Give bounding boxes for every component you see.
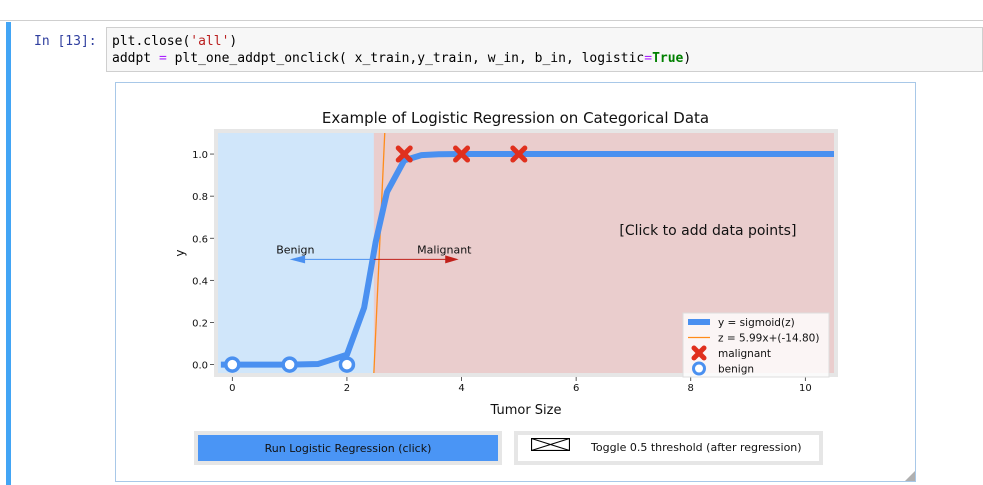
malignant-point — [395, 145, 413, 163]
plot-canvas[interactable]: 0.0 0.2 0.4 0.6 0.8 1.0 0 2 4 6 8 10 Tumor Size y … — [116, 83, 915, 423]
y-tick-group: 0.0 0.2 0.4 0.6 0.8 1.0 — [192, 150, 214, 372]
legend: y = sigmoid(z) z = 5.99x+(-14.80) malignan… — [682, 312, 830, 378]
x-tick-label: 2 — [344, 383, 350, 394]
toggle-threshold-button[interactable]: Toggle 0.5 threshold (after regression) — [514, 431, 823, 465]
x-tick-group: 0 2 4 6 8 10 — [229, 377, 812, 394]
benign-region — [218, 133, 374, 373]
y-tick-label: 0.0 — [192, 361, 208, 372]
legend-label: benign — [718, 364, 754, 376]
code-line-2: addpt = plt_one_addpt_onclick( x_train,y… — [112, 51, 692, 66]
x-marker-stroke — [510, 145, 528, 163]
run-regression-label: Run Logistic Regression (click) — [198, 435, 498, 461]
y-tick-label: 0.4 — [192, 276, 208, 287]
y-tick-label: 1.0 — [192, 150, 208, 161]
malignant-arrow-label: Malignant — [417, 243, 472, 256]
x-tick-label: 6 — [573, 383, 579, 394]
x-marker-stroke — [691, 345, 707, 361]
legend-label: z = 5.99x+(-14.80) — [718, 333, 819, 345]
x-marker-stroke — [395, 145, 413, 163]
cell-prompt: In [13]: — [34, 34, 97, 49]
malignant-point — [453, 145, 471, 163]
series-sigmoid — [220, 151, 834, 368]
class-arrows — [289, 255, 459, 264]
y-tick-label: 0.2 — [192, 318, 208, 329]
cell-top-divider — [0, 20, 983, 21]
cell-selection-bar — [6, 22, 11, 485]
legend-label: y = sigmoid(z) — [718, 317, 795, 329]
benign-point — [281, 356, 298, 373]
threshold-checkbox-icon[interactable] — [531, 438, 570, 451]
legend-label: malignant — [718, 348, 771, 360]
malignant-point — [510, 145, 528, 163]
malignant-arrowhead — [445, 255, 459, 264]
x-tick-label: 0 — [229, 383, 235, 394]
x-marker-stroke — [453, 145, 471, 163]
figure-resize-handle[interactable] — [905, 471, 915, 481]
code-cell-editor[interactable]: plt.close('all') addpt = plt_one_addpt_o… — [106, 27, 983, 72]
legend-swatch — [691, 345, 707, 361]
y-tick-label: 0.6 — [192, 234, 208, 245]
series-linear-z — [373, 132, 386, 374]
benign-arrowhead — [289, 255, 306, 264]
y-tick-label: 0.8 — [192, 192, 208, 203]
click-hint: [Click to add data points] — [619, 223, 796, 239]
x-tick-label: 4 — [458, 383, 464, 394]
y-axis-label: y — [173, 249, 187, 256]
toggle-threshold-label: Toggle 0.5 threshold (after regression) — [591, 441, 802, 454]
chart-title: Example of Logistic Regression on Catego… — [321, 109, 710, 127]
benign-arrow-label: Benign — [276, 243, 314, 256]
x-tick-label: 8 — [688, 383, 694, 394]
code-line-1: plt.close('all') — [112, 34, 238, 49]
legend-swatch — [692, 361, 706, 376]
x-axis-label: Tumor Size — [490, 403, 562, 418]
x-tick-label: 10 — [799, 383, 812, 394]
benign-point — [338, 356, 356, 373]
figure-widget[interactable]: Example of Logistic Regression on Catego… — [115, 82, 916, 482]
benign-point — [224, 356, 241, 373]
run-regression-button[interactable]: Run Logistic Regression (click) — [194, 431, 502, 465]
data-points — [224, 145, 528, 373]
